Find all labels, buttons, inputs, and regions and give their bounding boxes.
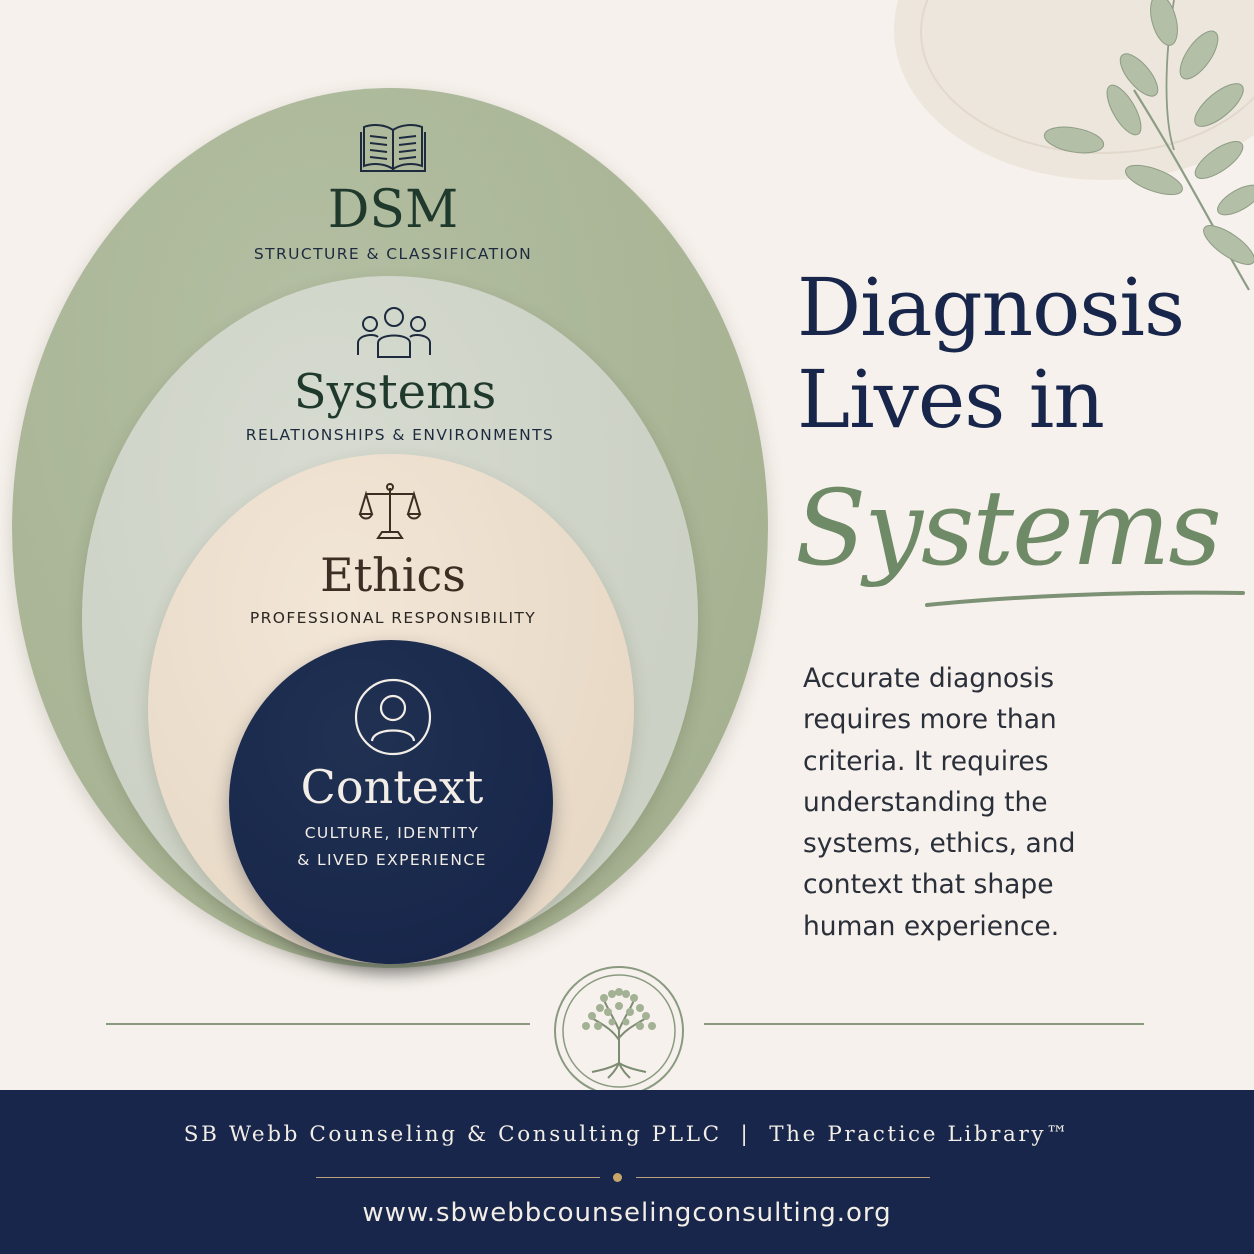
title-line-2: Lives in <box>797 353 1105 446</box>
description-line: human experience. <box>803 910 1060 942</box>
title-line-1: Diagnosis <box>797 261 1185 354</box>
context-title: Context <box>300 760 484 814</box>
title-script-word: Systems <box>795 467 1222 589</box>
page-title: Diagnosis Lives in <box>797 261 1185 446</box>
systems-title: Systems <box>293 364 497 420</box>
context-layer <box>229 640 553 964</box>
tree-of-life-icon <box>562 974 676 1088</box>
open-book-icon <box>360 124 426 172</box>
ethics-subtitle: PROFESSIONAL RESPONSIBILITY <box>249 609 537 627</box>
description-line: systems, ethics, and <box>803 828 1076 860</box>
context-subtitle-line1: CULTURE, IDENTITY <box>304 824 480 842</box>
description: Accurate diagnosis requires more than cr… <box>803 658 1133 947</box>
dsm-title: DSM <box>327 180 459 240</box>
footer-brand: SB Webb Counseling & Consulting PLLC | T… <box>183 1122 1071 1147</box>
leaf-branch-icon <box>1043 0 1254 291</box>
footer-divider-right <box>636 1177 930 1178</box>
scales-icon <box>358 483 422 539</box>
footer-divider-left <box>316 1177 600 1178</box>
description-line: Accurate diagnosis <box>803 663 1055 694</box>
divider-right <box>704 1023 1144 1025</box>
footer-divider-dot <box>613 1173 622 1182</box>
description-line: requires more than <box>803 704 1057 736</box>
divider-left <box>106 1023 530 1025</box>
footer-band <box>0 1090 1254 1254</box>
dsm-subtitle: STRUCTURE & CLASSIFICATION <box>253 245 533 263</box>
tree-emblem <box>554 966 684 1096</box>
people-group-icon <box>357 307 431 358</box>
brush-underline <box>925 590 1245 607</box>
ethics-title: Ethics <box>320 548 466 602</box>
context-subtitle-line2: & LIVED EXPERIENCE <box>297 851 487 869</box>
systems-subtitle: RELATIONSHIPS & ENVIRONMENTS <box>245 426 555 444</box>
footer-website-link[interactable]: www.sbwebbcounselingconsulting.org <box>362 1198 892 1228</box>
person-circle-icon <box>354 678 432 756</box>
description-line: understanding the <box>803 786 1048 818</box>
description-line: criteria. It requires <box>803 745 1049 777</box>
description-line: context that shape <box>803 869 1054 901</box>
